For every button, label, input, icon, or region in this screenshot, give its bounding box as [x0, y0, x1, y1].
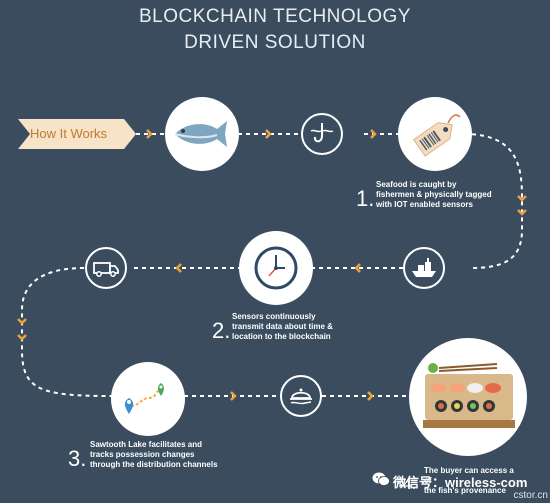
truck-circle: [85, 247, 127, 289]
footer-watermark: cstor.cn: [513, 490, 548, 501]
wechat-icon: [372, 472, 390, 486]
step-3-text: Sawtooth Lake facilitates and tracks pos…: [90, 440, 218, 469]
fish-icon: [174, 121, 227, 147]
arrow-chevron: [517, 195, 527, 202]
arrow-chevron: [370, 129, 377, 139]
step-4-number: 4.: [403, 476, 417, 493]
hook-icon: [310, 123, 334, 143]
how-it-works-badge: [18, 119, 136, 149]
clock-circle: [239, 231, 313, 305]
arrow-chevron: [230, 391, 237, 401]
sushi-plate-circle: [409, 338, 527, 456]
step-4-text: The buyer can access a of the fish's pro…: [424, 466, 514, 495]
arrow-chevron: [17, 318, 27, 325]
title-line-1: BLOCKCHAIN TECHNOLOGY: [139, 6, 411, 27]
tag-circle: [398, 97, 472, 171]
truck-icon: [93, 262, 119, 277]
path-segment: [21, 267, 113, 397]
ship-circle: [403, 247, 445, 289]
fish-circle: [165, 97, 239, 171]
arrow-chevron: [517, 209, 527, 216]
arrow-chevron: [367, 391, 374, 401]
tag-icon: [413, 114, 461, 157]
clock-icon: [254, 246, 298, 290]
step-1-text: Seafood is caught by fishermen & physica…: [376, 180, 492, 209]
serving-tray-icon: [290, 388, 312, 405]
ship-icon: [412, 258, 436, 277]
hook-circle: [301, 113, 343, 155]
title-line-2: DRIVEN SOLUTION: [184, 32, 366, 53]
map-route-icon: [124, 383, 164, 414]
sushi-plate-icon: [423, 363, 515, 428]
arrow-chevron: [146, 129, 153, 139]
serving-tray-circle: [280, 375, 322, 417]
arrow-chevron: [17, 334, 27, 341]
arrow-chevron: [354, 263, 361, 273]
step-1-number: 1.: [356, 186, 375, 211]
arrow-chevron: [265, 129, 272, 139]
map-route-circle: [111, 362, 185, 436]
how-it-works-label: How It Works: [30, 126, 108, 141]
step-3-number: 3.: [68, 446, 87, 471]
wechat-watermark: 微信号：wireless-com: [393, 475, 528, 490]
step-2-text: Sensors continuously transmit data about…: [232, 312, 333, 341]
path-segment: [463, 133, 523, 269]
arrow-chevron: [175, 263, 182, 273]
step-2-number: 2.: [212, 318, 231, 343]
